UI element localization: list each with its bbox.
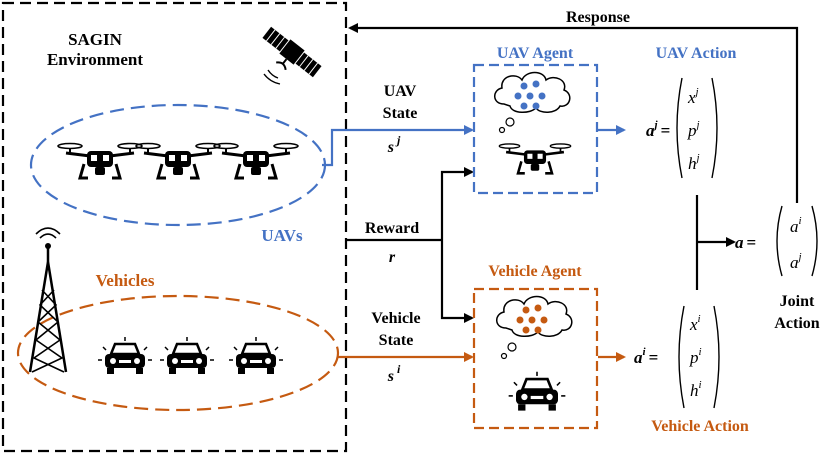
vehicle-agent-box: [472, 287, 599, 430]
uav-state-arrow: [322, 125, 474, 167]
vehicle-state-line2: State: [379, 332, 414, 349]
joint-matrix-left-bracket: [776, 205, 783, 277]
cell-tower-icon: [28, 227, 68, 373]
joint-action-eq: =: [747, 233, 757, 252]
drone-icon: [212, 142, 300, 180]
vehicle-action-entry-x-sup: i: [698, 313, 701, 325]
joint-action-label-line1: Joint: [780, 293, 815, 310]
vehicle-action-entry-p: pi: [689, 346, 702, 367]
satellite-icon: [262, 26, 322, 78]
drone-icon: [498, 142, 572, 175]
uavs-label: UAVs: [261, 226, 303, 245]
reward-arrow-uav: [440, 167, 474, 240]
uav-action-lhs: aj=: [646, 119, 670, 140]
car-icon: [227, 335, 285, 376]
vehicles-label: Vehicles: [96, 271, 155, 290]
joint-action-lhs: a=: [735, 233, 756, 252]
vehicle-action-entry-x-base: x: [689, 315, 698, 334]
vehicle-agent-title: Vehicle Agent: [488, 263, 582, 280]
uav-agent-box: [472, 63, 599, 195]
uav-action-eq: =: [661, 121, 671, 140]
environment-title-line2: Environment: [47, 50, 143, 69]
drone-icon: [134, 142, 222, 180]
response-arrow: [348, 23, 799, 203]
uav-action-entry-p-base: p: [687, 121, 697, 140]
uav-action-entry-p: pj: [687, 119, 700, 140]
vehicle-matrix-left-bracket: [678, 305, 685, 409]
vehicle-action-lhs-a: a: [634, 348, 643, 367]
uav-state-symbol-sup: j: [395, 133, 401, 147]
uav-action-entry-x-base: x: [687, 88, 696, 107]
uav-action-entry-x: xj: [687, 86, 699, 107]
thought-cloud-icon: [493, 71, 571, 114]
vehicle-state-symbol-s: s: [387, 368, 394, 385]
vehicle-agent-brain-dots: [516, 304, 548, 334]
vehicle-action-entry-p-sup: i: [699, 346, 702, 358]
car-icon: [507, 370, 567, 412]
uav-action-lhs-a: a: [646, 121, 655, 140]
vehicle-action-lhs: ai=: [634, 346, 658, 367]
uav-state-line1: UAV: [384, 83, 417, 100]
uav-action-entry-p-sup: j: [695, 119, 700, 131]
joint-matrix-right-bracket: [811, 205, 818, 277]
vehicle-action-title: Vehicle Action: [651, 418, 749, 435]
thought-cloud-icon: [495, 295, 573, 338]
thought-bubble-icon: [498, 126, 506, 134]
satellite-signal-icon: [263, 69, 281, 85]
joint-action-label-line2: Action: [774, 315, 819, 332]
uav-action-title: UAV Action: [656, 45, 737, 62]
vehicle-matrix-right-bracket: [713, 305, 720, 409]
joint-action-lhs-a: a: [735, 233, 744, 252]
uav-state-symbol-s: s: [387, 139, 394, 156]
uav-state-line2: State: [383, 105, 418, 122]
car-icon: [158, 335, 216, 376]
uav-agent-title: UAV Agent: [497, 45, 574, 62]
joint-action-bottom-a: a: [790, 253, 799, 272]
reward-label: Reward: [365, 220, 419, 237]
uav-action-entry-h-sup: j: [695, 152, 700, 164]
vehicle-action-entry-h-sup: i: [699, 379, 702, 391]
vehicle-action-eq: =: [649, 348, 659, 367]
response-label: Response: [566, 9, 630, 26]
vehicle-action-entry-h: hi: [690, 379, 702, 400]
uav-action-entry-h-base: h: [688, 154, 697, 173]
thought-bubble-icon: [505, 117, 515, 127]
sagin-environment-box: [1, 1, 348, 453]
vehicle-state-line1: Vehicle: [371, 310, 420, 327]
joint-action-top-sup: i: [799, 215, 802, 227]
vehicle-action-entry-h-base: h: [690, 381, 699, 400]
uav-action-entry-h: hj: [688, 152, 700, 173]
vehicle-action-lhs-sup: i: [643, 346, 647, 358]
thought-bubble-icon: [500, 352, 508, 360]
thought-bubble-icon: [507, 342, 517, 352]
reward-arrow-vehicle: [440, 240, 474, 323]
vehicle-group-ellipse: [16, 294, 340, 412]
car-icon: [96, 335, 154, 376]
vehicle-action-entry-p-base: p: [689, 348, 699, 367]
joint-action-top: ai: [790, 215, 802, 236]
uav-agent-brain-dots: [514, 80, 546, 110]
uav-action-lhs-sup: j: [653, 119, 659, 131]
environment-title-line1: SAGIN: [68, 30, 123, 49]
reward-symbol: r: [389, 249, 396, 266]
vehicle-action-entry-x: xi: [689, 313, 701, 334]
joint-action-bottom-sup: j: [797, 251, 802, 263]
joint-action-top-a: a: [790, 217, 799, 236]
uav-matrix-left-bracket: [676, 77, 683, 179]
vehicle-state-symbol-sup: i: [397, 362, 401, 376]
uav-matrix-right-bracket: [711, 77, 718, 179]
drone-icon: [56, 142, 144, 180]
uav-action-entry-x-sup: j: [694, 86, 699, 98]
joint-action-bottom: aj: [790, 251, 802, 272]
